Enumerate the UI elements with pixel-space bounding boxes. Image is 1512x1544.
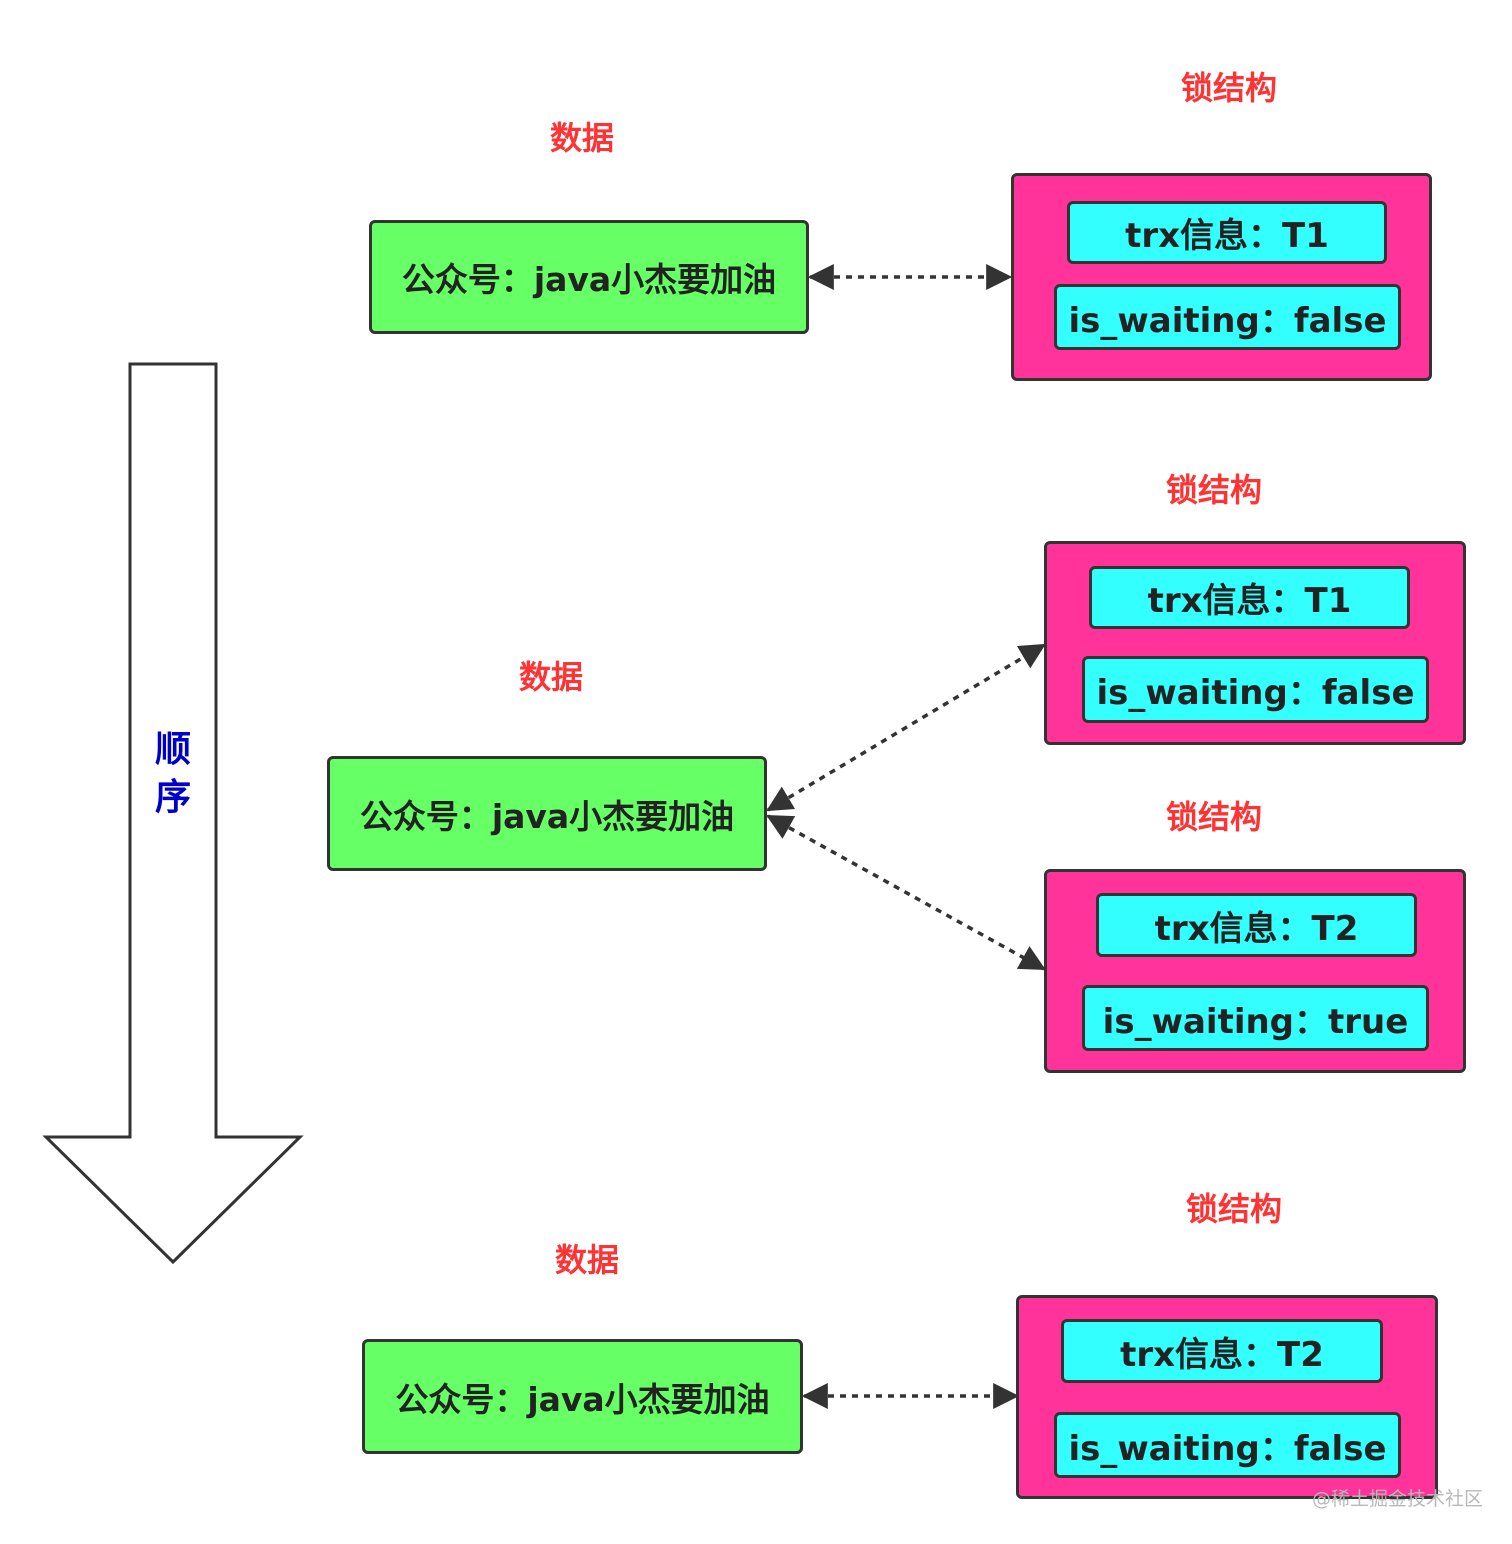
lock-label: 锁结构 — [1166, 471, 1263, 509]
lock-label: 锁结构 — [1166, 798, 1263, 836]
data-label: 数据 — [519, 658, 584, 696]
order-label: 顺 序 — [151, 726, 195, 822]
connector-stage2-top — [766, 643, 1046, 812]
is-waiting-field: is_waiting：false — [1054, 1412, 1401, 1478]
order-label-char-2: 序 — [154, 777, 191, 818]
connector-stage2-bottom — [766, 814, 1046, 971]
is-waiting-field: is_waiting：true — [1082, 985, 1429, 1051]
data-box: 公众号：java小杰要加油 — [362, 1339, 803, 1454]
lock-structure: trx信息：T2 is_waiting：false — [1016, 1295, 1438, 1499]
order-label-char-1: 顺 — [154, 729, 191, 770]
trx-info-field: trx信息：T2 — [1061, 1319, 1383, 1383]
trx-info-field: trx信息：T2 — [1096, 893, 1417, 957]
lock-structure: trx信息：T1 is_waiting：false — [1044, 541, 1466, 745]
lock-label: 锁结构 — [1181, 69, 1278, 107]
trx-info-field: trx信息：T1 — [1067, 201, 1387, 264]
data-box: 公众号：java小杰要加油 — [327, 756, 767, 871]
is-waiting-field: is_waiting：false — [1054, 284, 1401, 350]
data-label: 数据 — [555, 1241, 620, 1279]
trx-info-field: trx信息：T1 — [1089, 566, 1410, 629]
is-waiting-field: is_waiting：false — [1082, 656, 1429, 723]
data-box: 公众号：java小杰要加油 — [369, 220, 809, 334]
lock-label: 锁结构 — [1186, 1190, 1283, 1228]
watermark: @稀土掘金技术社区 — [1312, 1488, 1484, 1510]
lock-structure: trx信息：T1 is_waiting：false — [1011, 173, 1432, 381]
lock-structure: trx信息：T2 is_waiting：true — [1044, 869, 1466, 1073]
data-label: 数据 — [550, 119, 615, 157]
